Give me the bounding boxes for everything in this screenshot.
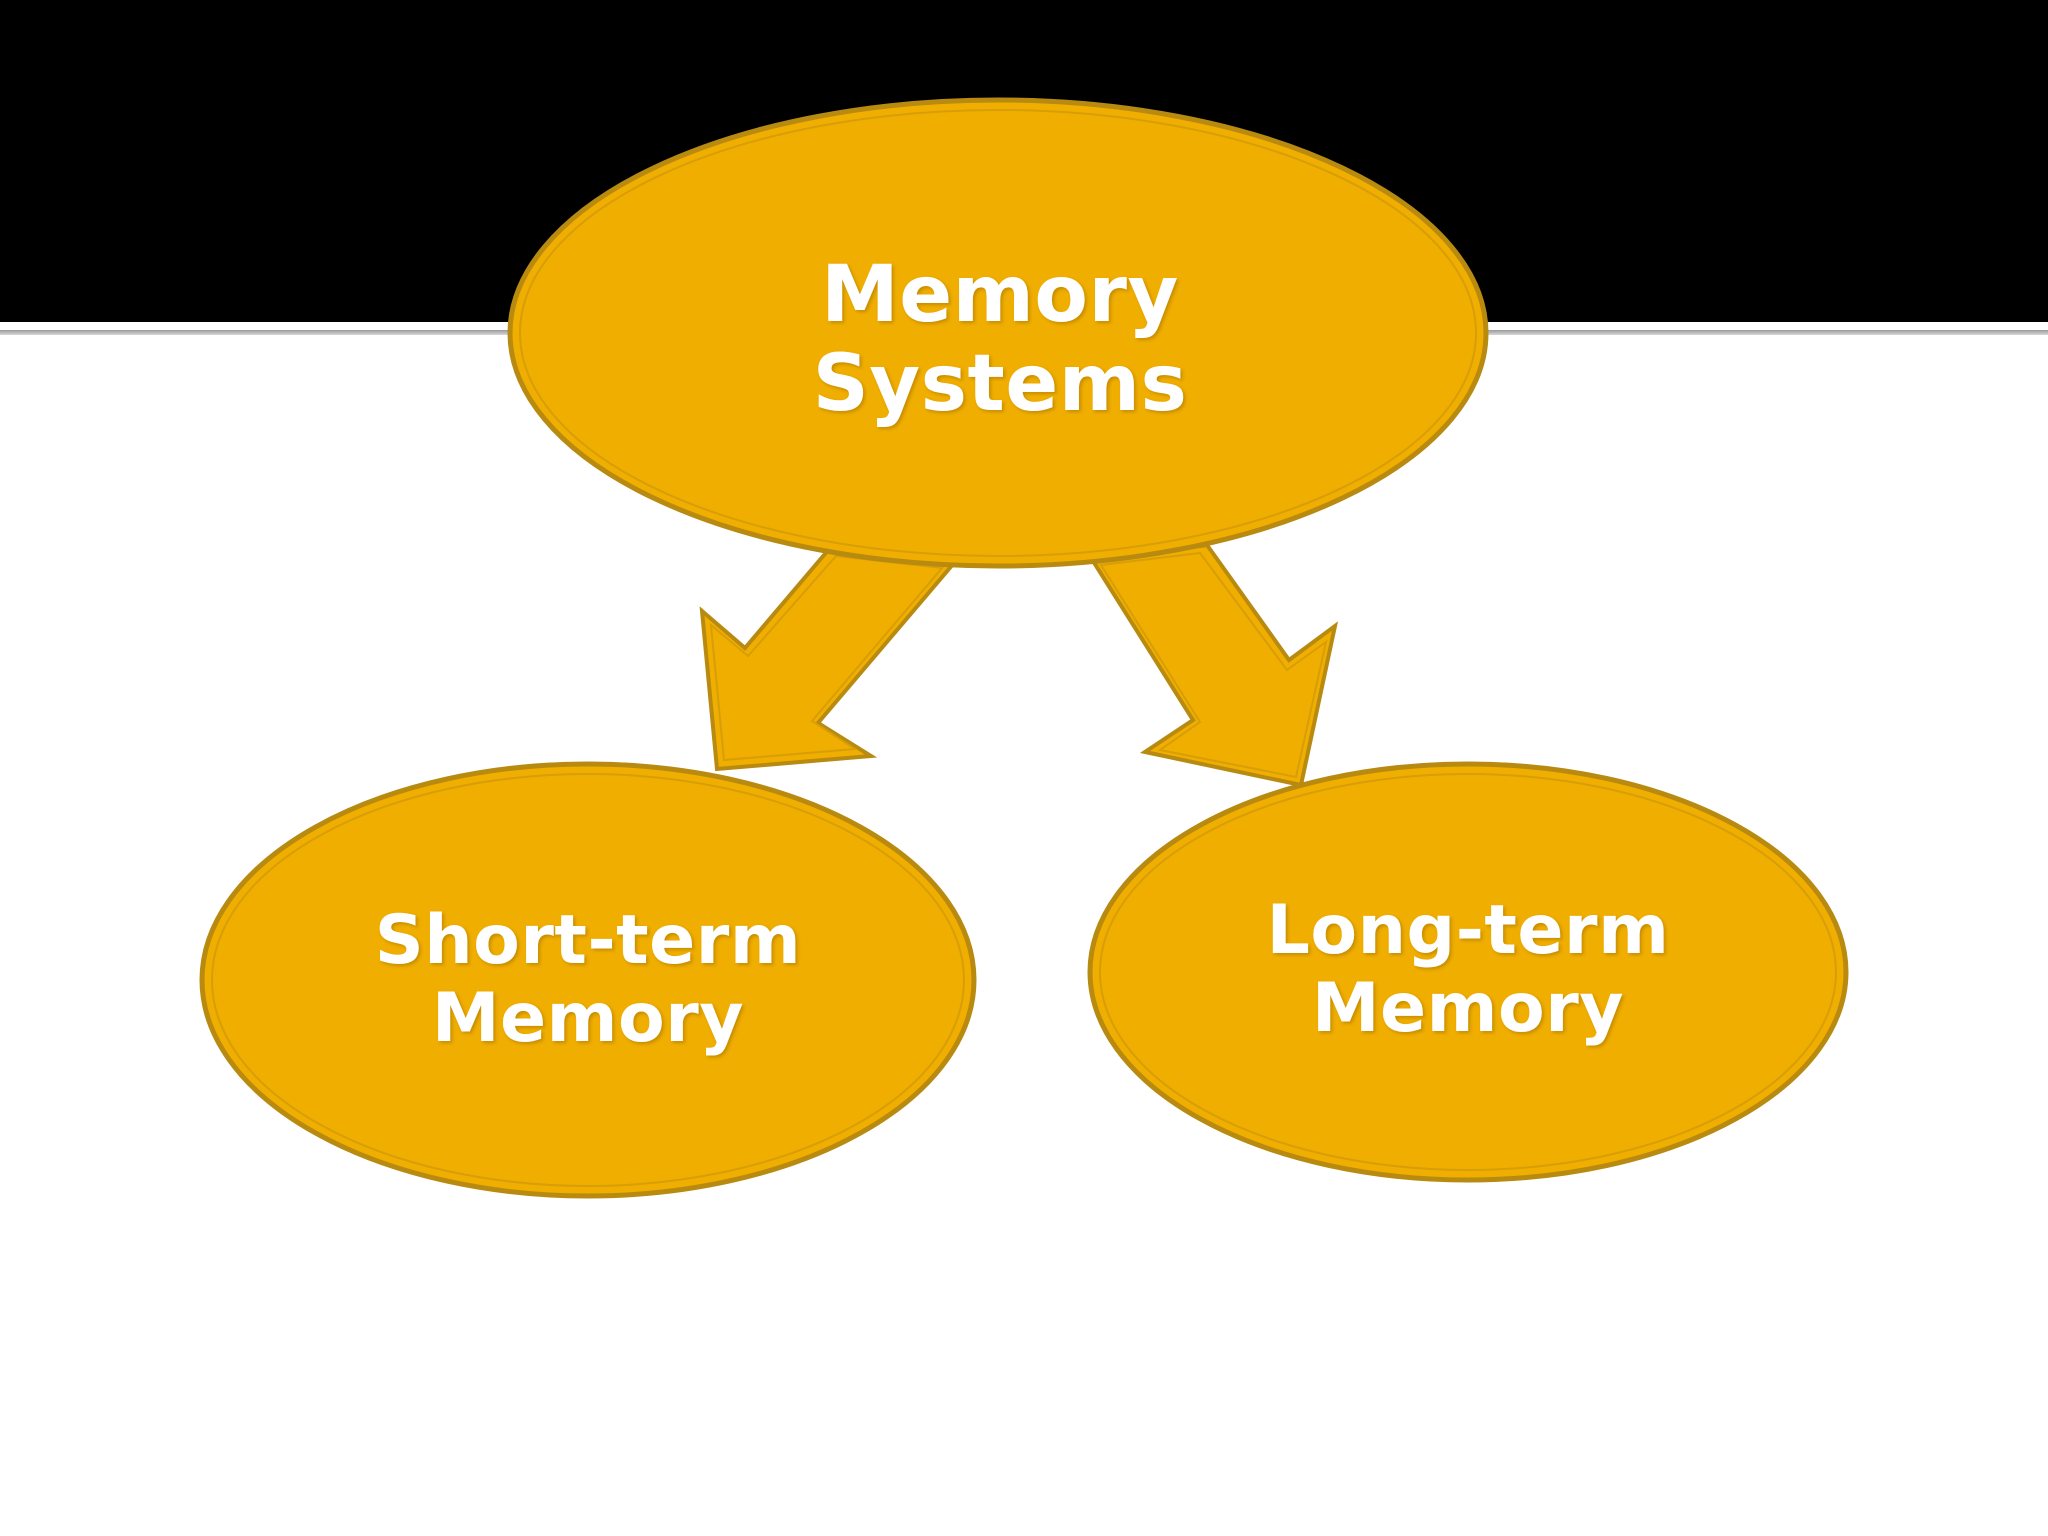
- arrow-to-long-term-inner: [1099, 551, 1328, 779]
- long-term-node-label: Long-term Memory: [1168, 870, 1768, 1070]
- arrow-to-long-term: [1089, 542, 1339, 788]
- root-label-line2: Systems: [812, 339, 1188, 429]
- short-term-label-line2: Memory: [431, 979, 745, 1058]
- arrow-to-short-term: [699, 545, 958, 772]
- short-term-node-label: Short-term Memory: [288, 880, 888, 1080]
- long-term-label-line1: Long-term: [1266, 891, 1670, 971]
- node-memory-systems-inner-ring: [519, 109, 1477, 557]
- root-node-label: Memory Systems: [700, 220, 1300, 460]
- node-long-term-memory: [1087, 761, 1849, 1183]
- short-term-label-line1: Short-term: [374, 901, 802, 981]
- node-long-term-memory-inner-ring: [1099, 773, 1837, 1171]
- node-short-term-memory-inner-ring: [211, 773, 965, 1187]
- root-label-line1: Memory: [821, 250, 1179, 341]
- arrow-to-short-term-inner: [709, 554, 944, 762]
- long-term-label-line2: Memory: [1311, 969, 1625, 1048]
- node-short-term-memory: [199, 761, 977, 1199]
- node-memory-systems: [507, 97, 1489, 569]
